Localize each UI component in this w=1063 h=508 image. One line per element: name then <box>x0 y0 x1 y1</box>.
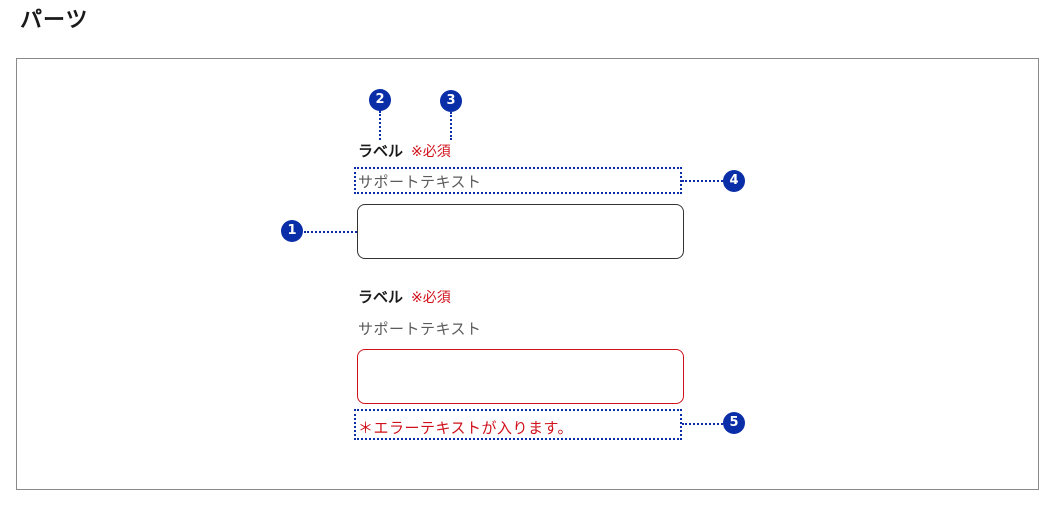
field-label: ラベル <box>358 142 404 160</box>
text-input-error[interactable] <box>357 349 684 404</box>
annotation-leader-2 <box>379 111 381 140</box>
annotation-badge-1: 1 <box>281 220 303 242</box>
support-text: サポートテキスト <box>358 173 482 191</box>
field-label-row: ラベル ※必須 <box>358 287 451 308</box>
annotation-leader-5 <box>682 423 723 425</box>
annotation-badge-3: 3 <box>440 90 462 112</box>
annotation-leader-4 <box>682 180 723 182</box>
annotation-badge-5: 5 <box>723 412 745 434</box>
required-marker: ※必須 <box>411 144 451 160</box>
required-marker: ※必須 <box>411 290 451 306</box>
error-text: ＊エラーテキストが入ります。 <box>358 419 574 437</box>
annotation-leader-3 <box>450 112 452 140</box>
page-title: パーツ <box>20 8 89 33</box>
parts-frame <box>16 58 1039 490</box>
field-label-row: ラベル ※必須 <box>358 141 451 162</box>
support-text: サポートテキスト <box>358 320 482 338</box>
text-input[interactable] <box>357 204 684 259</box>
annotation-badge-4: 4 <box>723 170 745 192</box>
support-text-highlight <box>354 167 682 194</box>
annotation-badge-2: 2 <box>369 89 391 111</box>
error-text-highlight <box>354 409 682 440</box>
annotation-leader-1 <box>304 231 357 233</box>
field-label: ラベル <box>358 288 404 306</box>
